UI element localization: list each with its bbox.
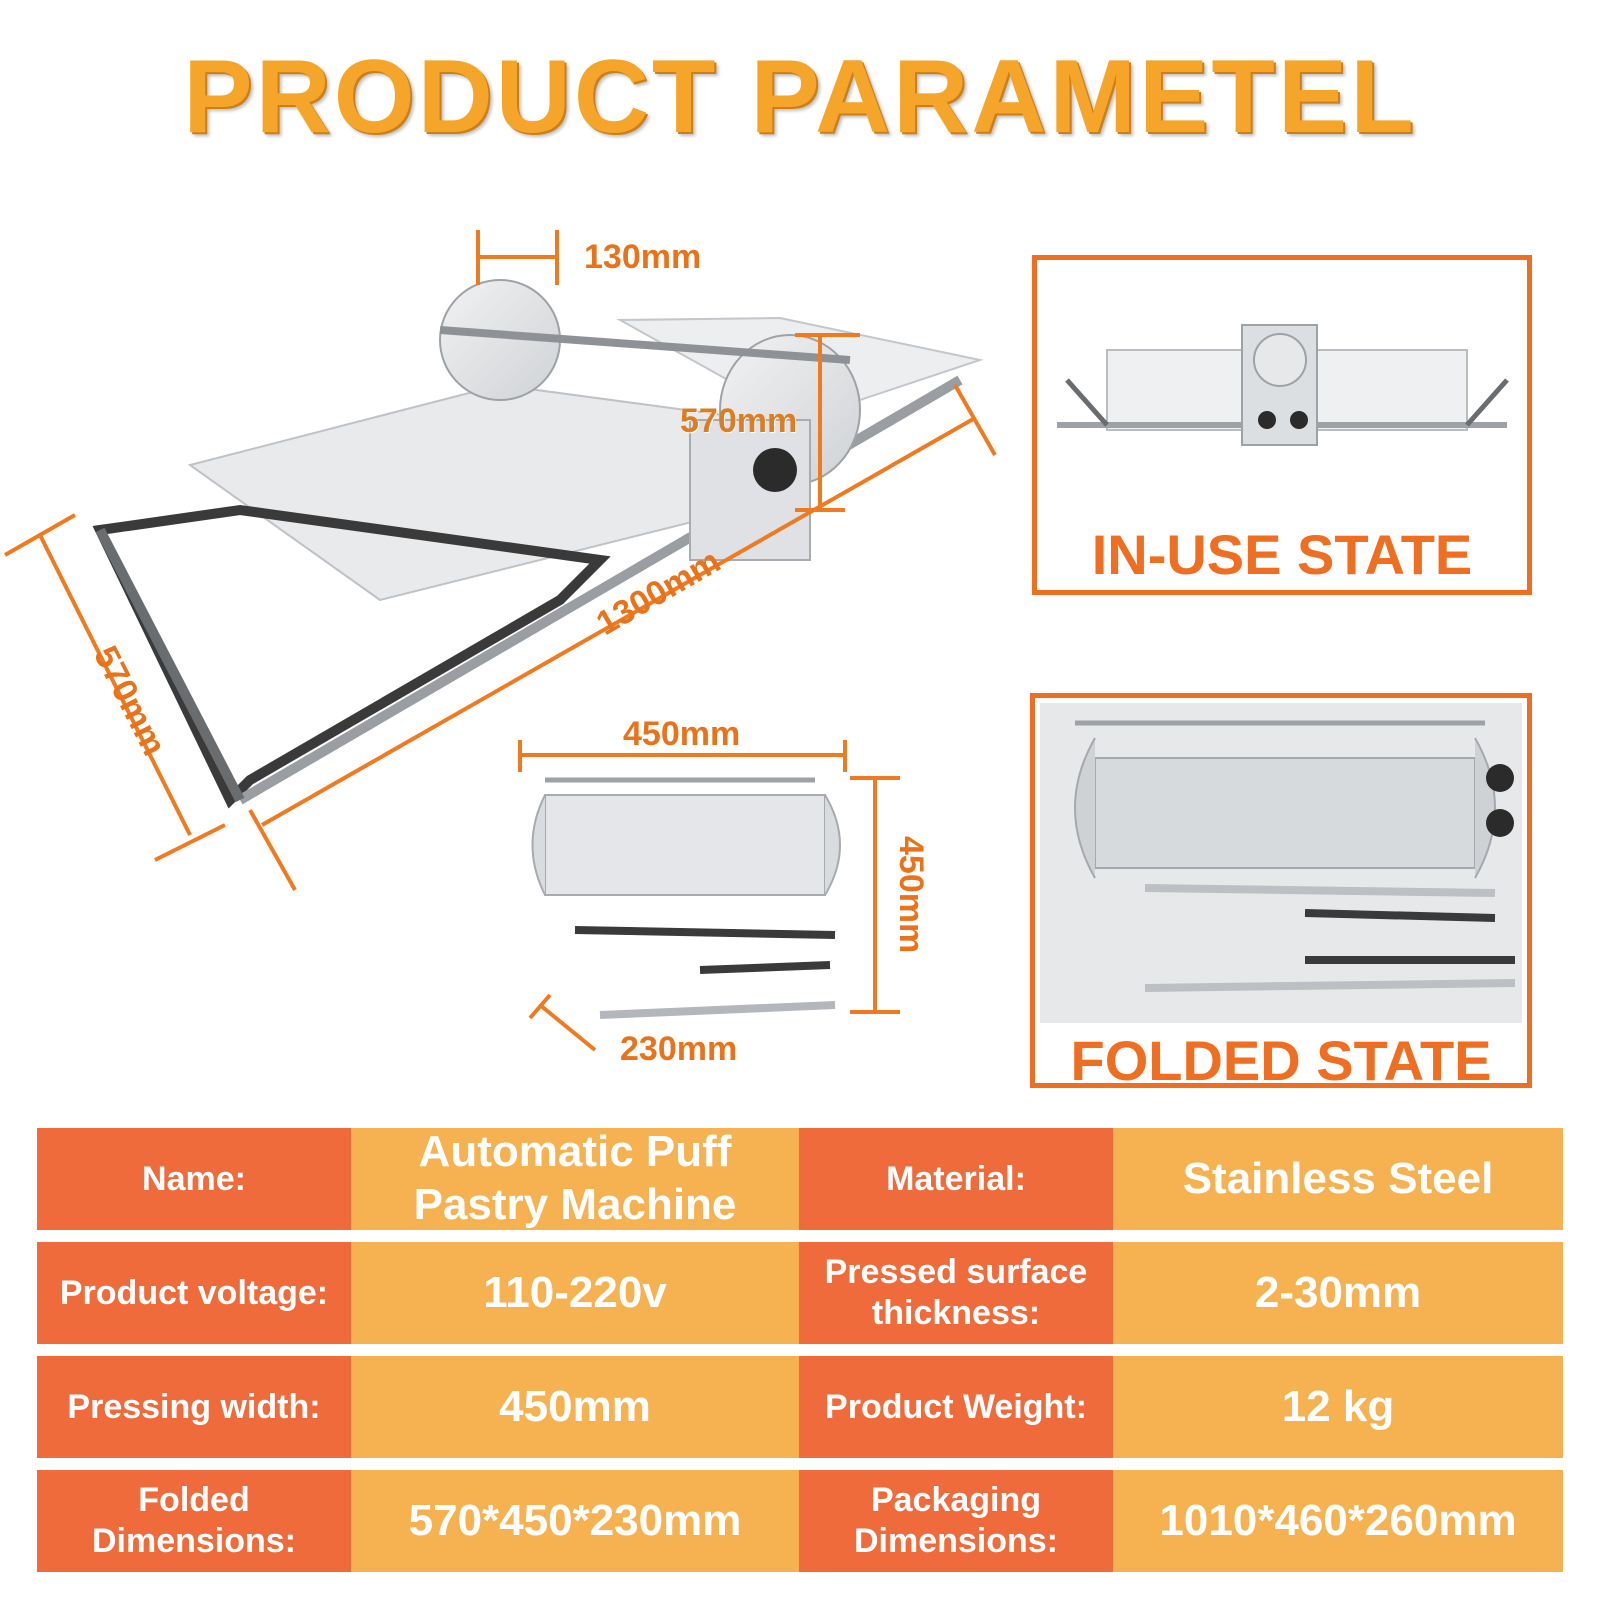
spec-value: 110-220v xyxy=(351,1242,799,1344)
in-use-state-panel: IN-USE STATE xyxy=(1032,255,1532,595)
dim-folded-depth: 230mm xyxy=(620,1030,738,1068)
spec-value: 2-30mm xyxy=(1113,1242,1563,1344)
spec-label: Product Weight: xyxy=(799,1356,1113,1458)
folded-state-label: FOLDED STATE xyxy=(1070,1029,1492,1092)
spec-value: Automatic Puff Pastry Machine xyxy=(351,1127,799,1230)
spec-value: Stainless Steel xyxy=(1113,1128,1563,1230)
spec-value: 570*450*230mm xyxy=(351,1470,799,1572)
spec-label: Material: xyxy=(799,1128,1113,1230)
table-row: Name: Automatic Puff Pastry Machine Mate… xyxy=(37,1127,1563,1230)
spec-value: 450mm xyxy=(351,1356,799,1458)
dim-top-width: 130mm xyxy=(584,238,702,276)
spec-label: Product voltage: xyxy=(37,1242,351,1344)
spec-label: Pressing width: xyxy=(37,1356,351,1458)
in-use-state-label: IN-USE STATE xyxy=(1091,523,1473,586)
dim-folded-width: 450mm xyxy=(623,715,741,753)
spec-label: Pressed surface thickness: xyxy=(799,1242,1113,1344)
page-title: PRODUCT PARAMETEL xyxy=(183,39,1417,155)
dim-folded-height: 450mm xyxy=(892,836,930,954)
spec-table: Name: Automatic Puff Pastry Machine Mate… xyxy=(37,1127,1563,1584)
folded-machine-photo xyxy=(1074,720,1516,992)
spec-value: 1010*460*260mm xyxy=(1113,1470,1563,1572)
table-row: Pressing width: 450mm Product Weight: 12… xyxy=(37,1356,1563,1458)
folded-state-panel: FOLDED STATE xyxy=(1030,693,1532,1092)
spec-label: Name: xyxy=(37,1128,351,1230)
table-row: Product voltage: 110-220v Pressed surfac… xyxy=(37,1242,1563,1344)
spec-label: Folded Dimensions: xyxy=(37,1470,351,1572)
machine-left-frame xyxy=(92,504,611,809)
folded-machine-illustration xyxy=(531,777,841,1019)
machine-illustration xyxy=(4,230,997,1052)
spec-label: Packaging Dimensions: xyxy=(799,1470,1113,1572)
dim-height: 570mm xyxy=(680,402,798,440)
in-use-machine-image xyxy=(1057,324,1509,446)
spec-value: 12 kg xyxy=(1113,1356,1563,1458)
table-row: Folded Dimensions: 570*450*230mm Packagi… xyxy=(37,1470,1563,1572)
